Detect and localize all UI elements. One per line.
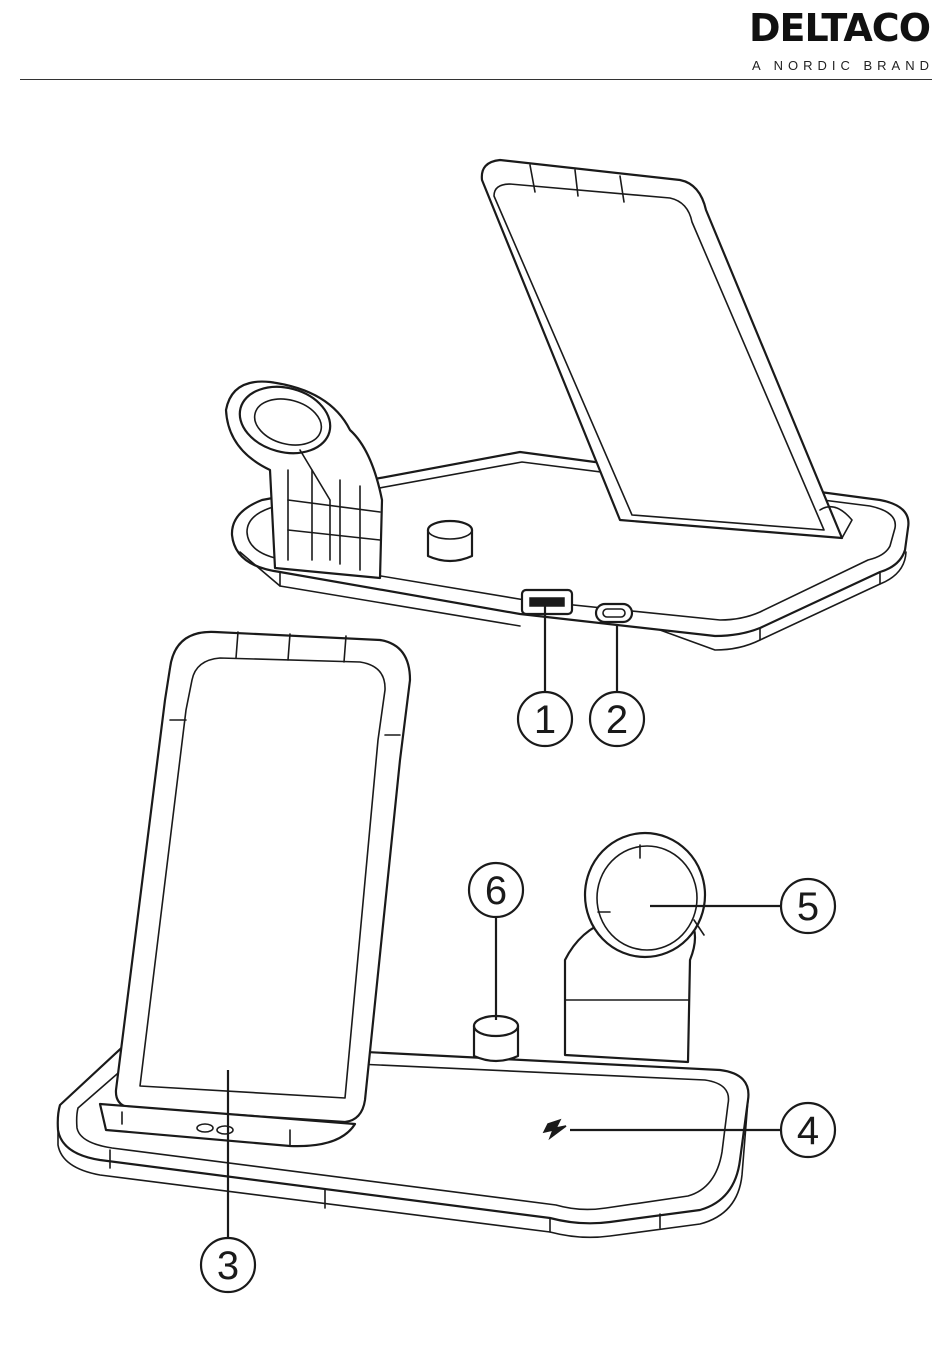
svg-text:4: 4 <box>797 1109 819 1153</box>
rear-earbud-post <box>428 530 472 561</box>
svg-text:3: 3 <box>217 1244 239 1288</box>
usb-a-port-slot <box>530 598 564 606</box>
callout-1: 1 <box>518 692 572 746</box>
svg-text:2: 2 <box>606 698 628 742</box>
callout-6: 6 <box>469 863 523 917</box>
callout-4: 4 <box>781 1103 835 1157</box>
front-watch-ring <box>585 833 705 957</box>
svg-text:6: 6 <box>485 869 507 913</box>
callout-2: 2 <box>590 692 644 746</box>
svg-text:5: 5 <box>797 885 819 929</box>
callout-3: 3 <box>201 1238 255 1292</box>
svg-text:1: 1 <box>534 698 556 742</box>
usb-c-port-shell <box>596 604 632 622</box>
rear-view-illustration <box>226 160 908 650</box>
callout-5: 5 <box>781 879 835 933</box>
